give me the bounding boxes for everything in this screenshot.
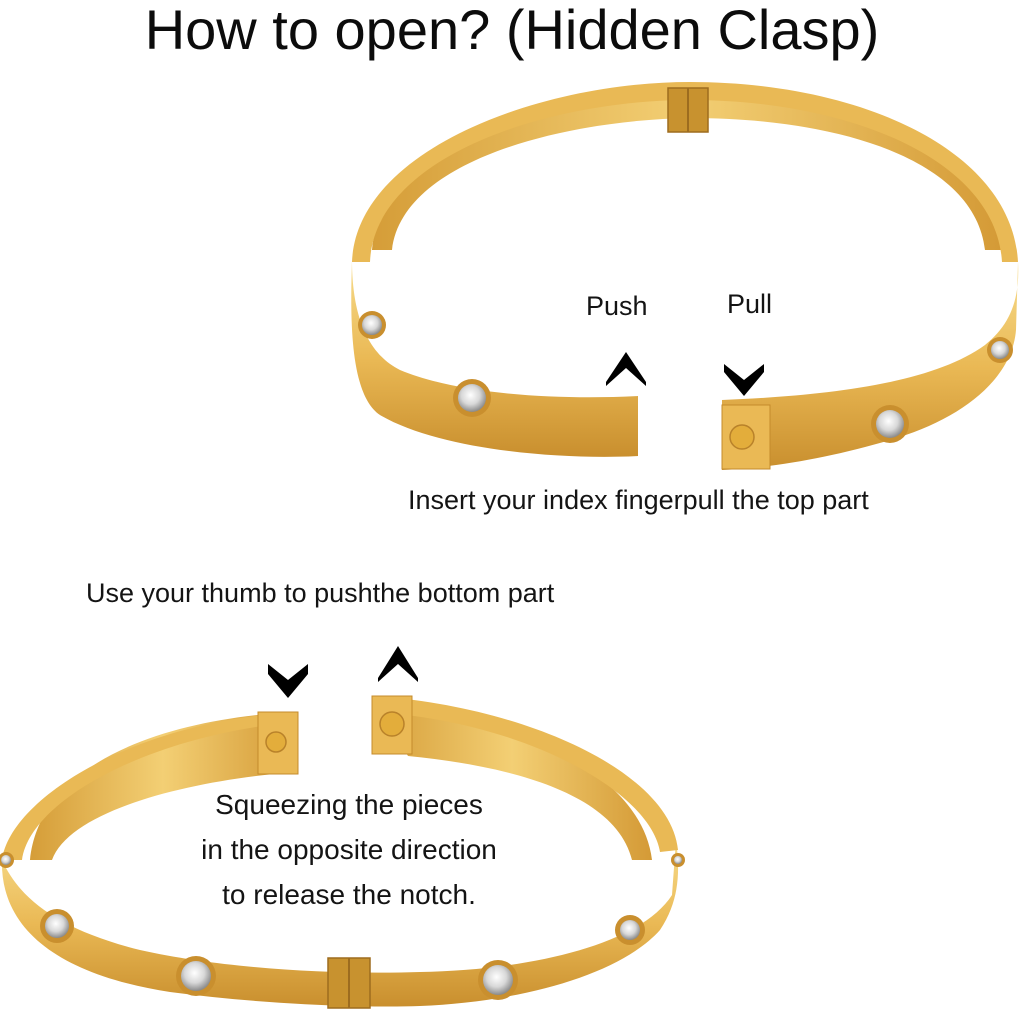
push-label: Push — [586, 291, 648, 321]
push-down-arrow-icon — [268, 664, 308, 698]
top-bracelet — [351, 82, 1019, 470]
top-caption: Insert your index fingerpull the top par… — [408, 485, 869, 515]
instruction-line: in the opposite direction — [201, 834, 497, 865]
pull-down-arrow-icon — [724, 364, 764, 396]
instruction-line: to release the notch. — [222, 879, 476, 910]
instruction-line: Squeezing the pieces — [215, 789, 483, 820]
pull-label: Pull — [727, 289, 773, 319]
page-title: How to open? (Hidden Clasp) — [144, 0, 880, 61]
pull-up-arrow-icon — [378, 646, 418, 682]
bottom-caption: Use your thumb to pushthe bottom part — [86, 578, 555, 608]
push-up-arrow-icon — [606, 352, 646, 386]
instruction-text: Squeezing the pieces in the opposite dir… — [139, 782, 559, 917]
bottom-bracelet — [0, 695, 685, 1009]
